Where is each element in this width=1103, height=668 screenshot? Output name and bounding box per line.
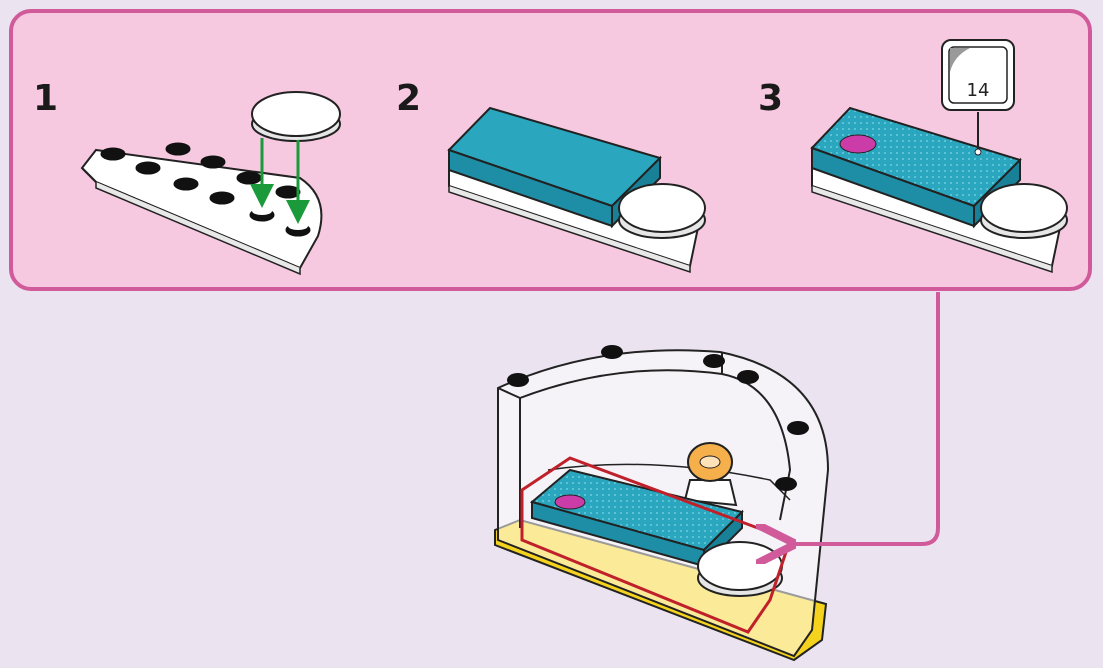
step-number-2: 2: [396, 78, 422, 119]
connector-arrow: [788, 292, 940, 544]
step-number-3: 3: [758, 78, 784, 119]
step-1-plate: [80, 142, 323, 276]
step-3-assembly: [810, 106, 1068, 274]
step-1-arrows: [250, 138, 310, 224]
step-number-1: 1: [33, 78, 59, 119]
sticker-number: 14: [966, 80, 990, 101]
step-2-assembly: [447, 106, 706, 274]
step-1-round-tile: [251, 91, 341, 142]
sticker-callout: [941, 39, 1015, 156]
main-assembly: [494, 345, 830, 662]
